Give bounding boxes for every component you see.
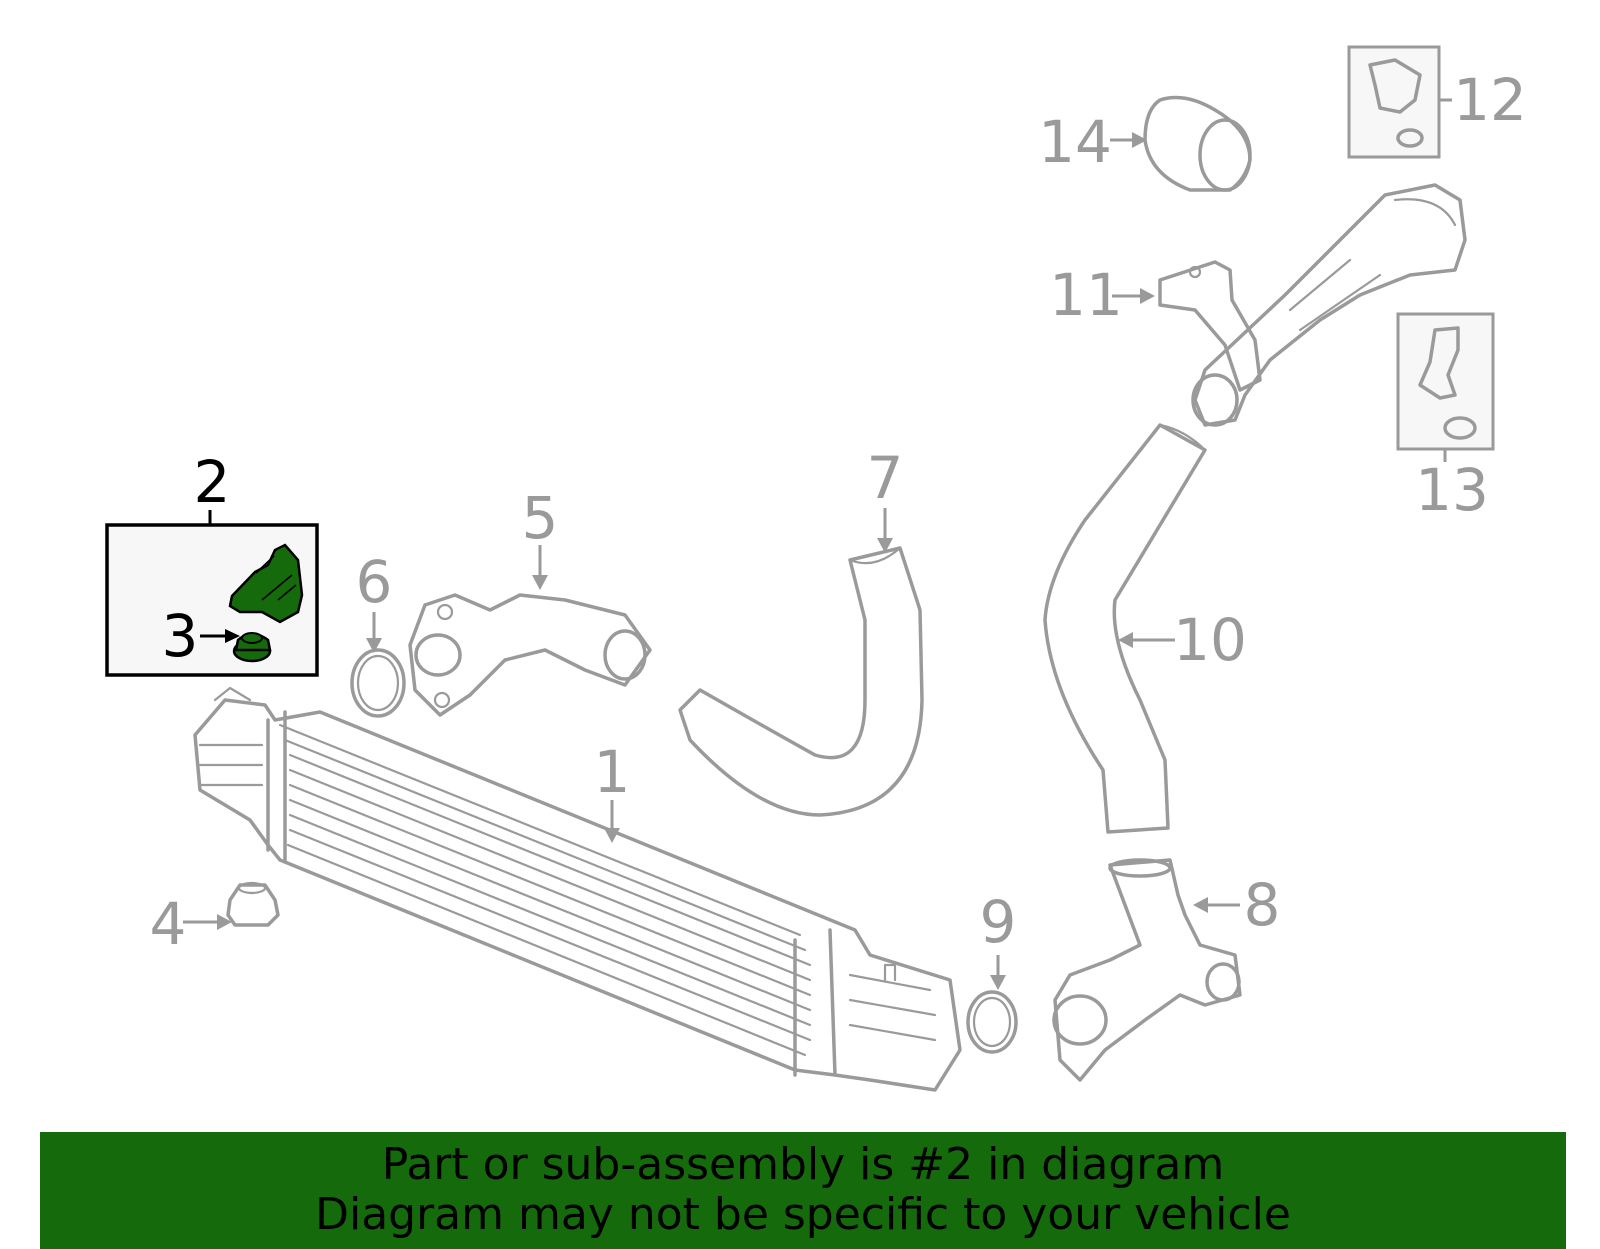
pipe-part-8[interactable] xyxy=(1052,858,1242,1082)
callout-13: 13 xyxy=(1415,456,1489,524)
callout-3: 3 xyxy=(162,602,199,670)
info-banner: Part or sub-assembly is #2 in diagram Di… xyxy=(40,1132,1566,1249)
callout-7: 7 xyxy=(867,444,904,512)
hose-part-10[interactable] xyxy=(1043,423,1207,834)
hose-part-7[interactable] xyxy=(678,546,924,817)
callout-4: 4 xyxy=(150,890,187,958)
callout-10: 10 xyxy=(1173,606,1247,674)
callout-8: 8 xyxy=(1244,871,1281,939)
callout-5: 5 xyxy=(522,484,559,552)
sensor-part-13[interactable] xyxy=(1396,312,1495,451)
sensor-part-12[interactable] xyxy=(1347,45,1441,159)
banner-line-1: Part or sub-assembly is #2 in diagram xyxy=(381,1139,1225,1190)
callout-6: 6 xyxy=(356,548,393,616)
callout-2: 2 xyxy=(194,448,231,516)
o-ring-part-6[interactable] xyxy=(350,648,406,718)
banner-line-2: Diagram may not be specific to your vehi… xyxy=(315,1189,1291,1240)
callout-11: 11 xyxy=(1049,261,1123,329)
bracket-part-2-shape xyxy=(228,543,304,624)
callout-1: 1 xyxy=(594,738,631,806)
callout-9: 9 xyxy=(980,888,1017,956)
intake-pipe-assembly xyxy=(1191,183,1467,427)
bracket-part-11[interactable] xyxy=(1158,260,1262,392)
sub-assembly-part-2[interactable] xyxy=(105,523,319,677)
callout-14: 14 xyxy=(1038,108,1112,176)
callout-12: 12 xyxy=(1453,66,1527,134)
sleeve-part-14[interactable] xyxy=(1143,95,1252,192)
o-ring-part-9[interactable] xyxy=(966,990,1018,1054)
intercooler-part-1[interactable] xyxy=(193,686,962,1092)
leader-lines xyxy=(183,98,1452,990)
grommet-part-4[interactable] xyxy=(226,881,280,927)
grommet-part-3-shape xyxy=(232,632,272,663)
pipe-part-5[interactable] xyxy=(408,593,652,717)
